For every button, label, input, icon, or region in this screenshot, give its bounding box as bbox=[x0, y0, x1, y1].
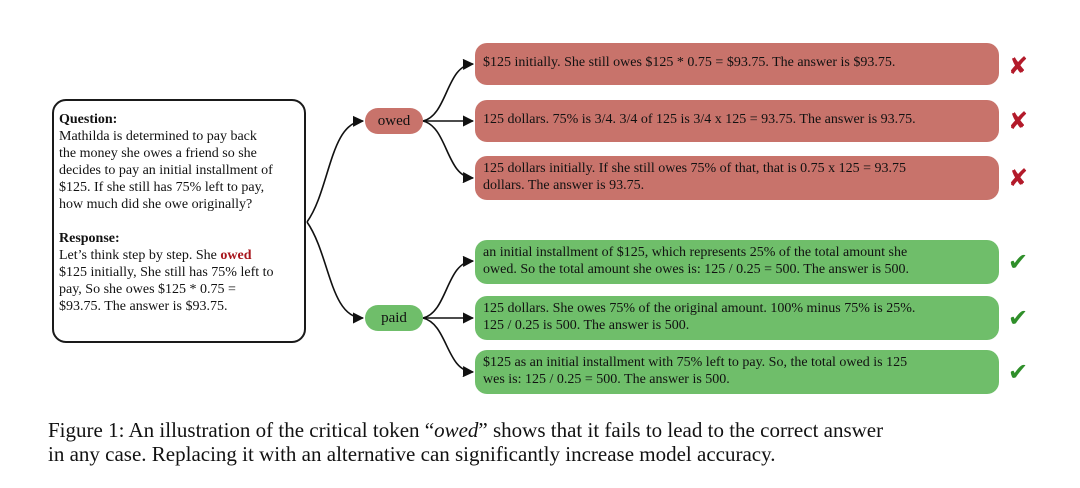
caption-suffix: ” shows that it fails to lead to the cor… bbox=[478, 418, 884, 442]
answer-line: 125 dollars initially. If she still owes… bbox=[483, 161, 907, 176]
wrong-mark-icon: ✘ bbox=[1008, 164, 1029, 192]
question-line: decides to pay an initial installment of bbox=[59, 163, 273, 178]
question-line: how much did she owe originally? bbox=[59, 197, 253, 212]
paid-answer-1: an initial installment of $125, which re… bbox=[475, 240, 999, 284]
edge-paid-answer-3 bbox=[422, 317, 475, 378]
edge-owed-answer-1 bbox=[422, 58, 475, 122]
response-line: $93.75. The answer is $93.75. bbox=[59, 299, 228, 314]
critical-token: owed bbox=[220, 248, 252, 263]
question-line: Mathilda is determined to pay back bbox=[59, 129, 257, 144]
critical-token-diagram: Question: Mathilda is determined to pay … bbox=[52, 43, 1029, 394]
paid-answer-2: 125 dollars. She owes 75% of the origina… bbox=[475, 296, 999, 340]
answer-line: owed. So the total amount she owes is: 1… bbox=[483, 262, 910, 277]
answer-line: an initial installment of $125, which re… bbox=[483, 245, 908, 260]
caption-line-2: in any case. Replacing it with an altern… bbox=[48, 442, 776, 466]
correct-mark-icon: ✔ bbox=[1008, 304, 1029, 332]
response-prefix: Let’s think step by step. She bbox=[59, 248, 221, 263]
branch-token-owed: owed bbox=[365, 108, 423, 134]
answer-line: dollars. The answer is 93.75. bbox=[483, 178, 645, 193]
branch-token-paid: paid bbox=[365, 305, 423, 331]
wrong-mark-icon: ✘ bbox=[1008, 107, 1029, 135]
correct-mark-icon: ✔ bbox=[1008, 358, 1029, 386]
answer-line: 125 / 0.25 is 500. The answer is 500. bbox=[483, 318, 690, 333]
answer-line: 125 dollars. She owes 75% of the origina… bbox=[483, 301, 916, 316]
caption-prefix: Figure 1: An illustration of the critica… bbox=[48, 418, 435, 442]
response-line: Let’s think step by step. She owed bbox=[59, 247, 300, 264]
question-heading: Question: bbox=[59, 112, 118, 127]
owed-answer-2: 125 dollars. 75% is 3/4. 3/4 of 125 is 3… bbox=[475, 100, 999, 142]
answer-line: 125 dollars. 75% is 3/4. 3/4 of 125 is 3… bbox=[483, 112, 916, 127]
paid-answer-3: $125 as an initial installment with 75% … bbox=[475, 350, 999, 394]
owed-answer-1: $125 initially. She still owes $125 * 0.… bbox=[475, 43, 999, 85]
tree-edges bbox=[306, 58, 475, 378]
correct-mark-icon: ✔ bbox=[1008, 248, 1029, 276]
answer-line: wes is: 125 / 0.25 = 500. The answer is … bbox=[483, 372, 730, 387]
response-heading: Response: bbox=[59, 231, 120, 246]
question-response-box: Question: Mathilda is determined to pay … bbox=[52, 99, 306, 343]
caption-line-1: Figure 1: An illustration of the critica… bbox=[48, 418, 1038, 442]
edge-question-owed bbox=[306, 115, 365, 223]
answer-line: $125 as an initial installment with 75% … bbox=[483, 355, 908, 370]
wrong-mark-icon: ✘ bbox=[1008, 52, 1029, 80]
caption-token: owed bbox=[434, 418, 479, 442]
edge-owed-answer-3 bbox=[422, 120, 475, 184]
response-line: $125 initially, She still has 75% left t… bbox=[59, 265, 274, 280]
spacer bbox=[59, 213, 300, 230]
question-line: $125. If she still has 75% left to pay, bbox=[59, 180, 265, 195]
figure-caption: Figure 1: An illustration of the critica… bbox=[48, 418, 1038, 466]
question-line: the money she owes a friend so she bbox=[59, 146, 257, 161]
edge-question-paid bbox=[306, 221, 365, 324]
answer-line: $125 initially. She still owes $125 * 0.… bbox=[483, 55, 896, 70]
owed-answer-3: 125 dollars initially. If she still owes… bbox=[475, 156, 999, 200]
edge-paid-answer-1 bbox=[422, 255, 475, 319]
response-line: pay, So she owes $125 * 0.75 = bbox=[59, 282, 236, 297]
